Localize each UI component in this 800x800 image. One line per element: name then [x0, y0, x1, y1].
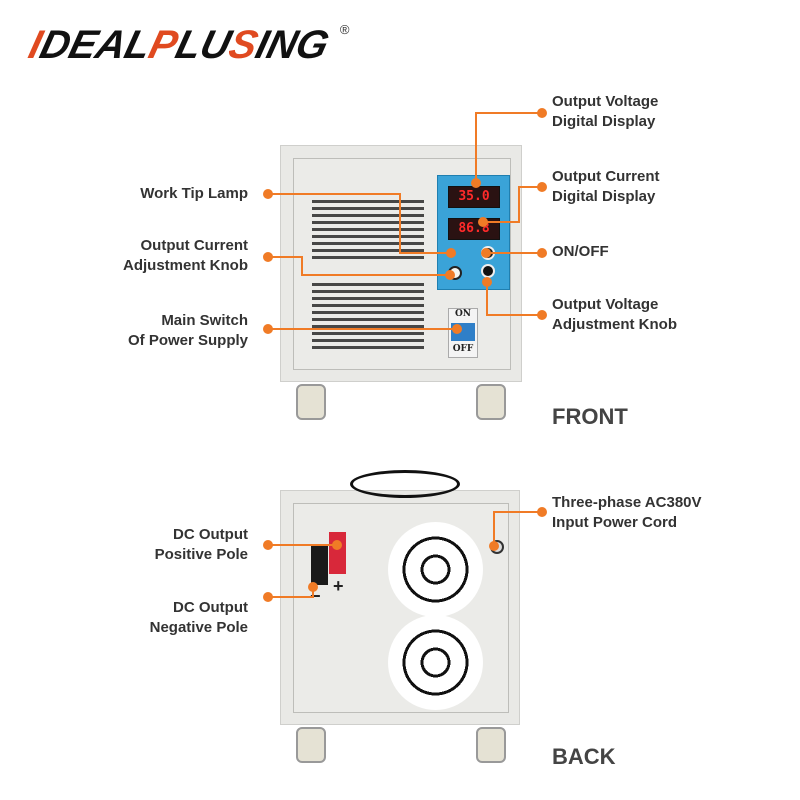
registered-mark: ®: [339, 22, 350, 37]
voltage-display: 35.0: [448, 186, 500, 208]
breaker-on-label: ON: [454, 309, 472, 319]
front-section-label: FRONT: [552, 404, 628, 429]
brand-header: IDEALPLUSING ®: [25, 22, 350, 68]
label-work-tip-lamp: Work Tip Lamp: [140, 185, 248, 202]
plus-sign: +: [333, 576, 344, 596]
front-wheel-right: [476, 384, 506, 420]
front-vent-bottom: [312, 283, 424, 349]
fan-top: [388, 522, 483, 617]
front-wheel-left: [296, 384, 326, 420]
breaker-off-label: OFF: [452, 344, 474, 354]
front-vent-top: [312, 200, 424, 262]
back-section-label: BACK: [552, 744, 616, 769]
fan-bottom: [388, 615, 483, 710]
minus-sign: −: [310, 586, 321, 606]
voltage-knob[interactable]: [481, 264, 495, 278]
control-panel: 35.0 86.8: [437, 175, 510, 290]
main-breaker[interactable]: ON OFF: [448, 308, 478, 358]
negative-terminal[interactable]: [311, 545, 328, 585]
back-wheel-right: [476, 727, 506, 763]
power-cord: [350, 470, 460, 498]
back-wheel-left: [296, 727, 326, 763]
label-on-off: ON/OFF: [552, 243, 609, 260]
